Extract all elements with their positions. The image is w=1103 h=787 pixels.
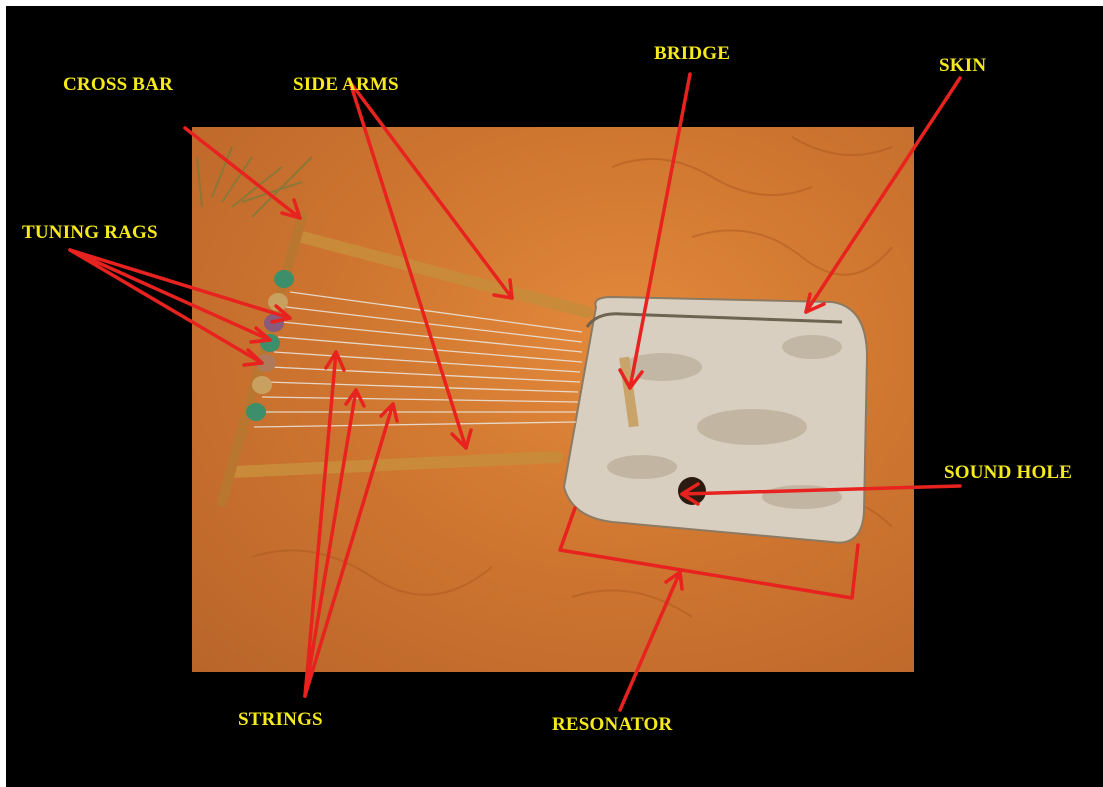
strings-arrow-2 bbox=[305, 390, 364, 696]
bridge-arrow bbox=[620, 74, 690, 388]
skin-label: SKIN bbox=[939, 56, 986, 76]
strings-arrow-1 bbox=[305, 352, 344, 696]
tuning-rags-arrow-2 bbox=[70, 250, 270, 342]
skin-arrow bbox=[806, 78, 960, 312]
tuning-rags-arrow-1 bbox=[70, 250, 290, 322]
cross-bar-arrow bbox=[185, 128, 300, 218]
sound-hole-arrow bbox=[682, 484, 960, 504]
tuning-rags-arrow-3 bbox=[70, 250, 262, 365]
resonator-arrow bbox=[620, 572, 682, 710]
tuning-rags-label: TUNING RAGS bbox=[22, 223, 158, 243]
strings-label: STRINGS bbox=[238, 710, 323, 730]
side-arms-arrow-lower bbox=[350, 82, 471, 448]
side-arms-label: SIDE ARMS bbox=[293, 75, 399, 95]
sound-hole-label: SOUND HOLE bbox=[944, 463, 1072, 483]
resonator-bracket bbox=[560, 508, 858, 598]
side-arms-arrow-upper bbox=[350, 82, 512, 298]
cross-bar-label: CROSS BAR bbox=[63, 75, 173, 95]
resonator-label: RESONATOR bbox=[552, 715, 672, 735]
bridge-label: BRIDGE bbox=[654, 44, 730, 64]
